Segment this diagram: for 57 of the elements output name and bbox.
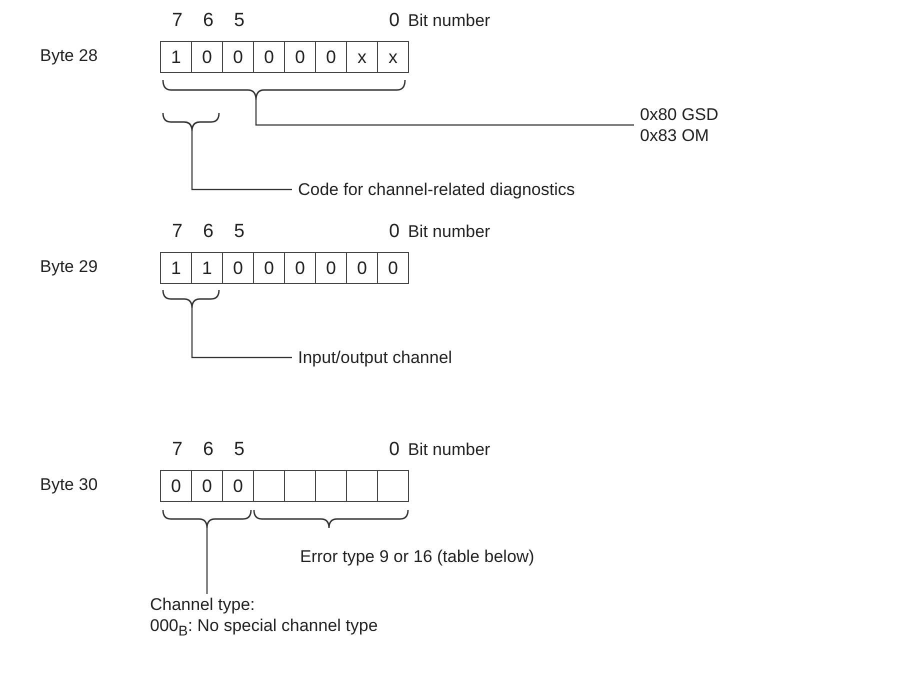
row-title: Byte 30 xyxy=(40,474,98,495)
bit-number: 7 xyxy=(172,221,183,243)
bit-number: 5 xyxy=(234,439,245,461)
bit-cell: 1 xyxy=(160,41,192,73)
annotation-text: Error type 9 or 16 (table below) xyxy=(300,546,534,567)
annotation-text: 000$_{B}$: No special channel type xyxy=(150,615,378,642)
bit-cell: 0 xyxy=(191,470,223,502)
bit-cell: 0 xyxy=(222,470,254,502)
curly-brace xyxy=(162,290,220,308)
bit-number: 0 xyxy=(389,10,400,32)
bit-number: 7 xyxy=(172,10,183,32)
bit-number: 6 xyxy=(203,10,214,32)
bit-cell: 0 xyxy=(253,41,285,73)
axis-caption: Bit number xyxy=(408,10,490,31)
empty-bit-cell xyxy=(315,470,347,502)
leader-line xyxy=(255,100,634,126)
bit-cell: 0 xyxy=(253,252,285,284)
leader-line xyxy=(206,528,208,594)
bit-number: 6 xyxy=(203,439,214,461)
bit-cell: 0 xyxy=(346,252,378,284)
curly-brace xyxy=(162,113,220,131)
axis-caption: Bit number xyxy=(408,439,490,460)
leader-line xyxy=(191,308,292,358)
bit-number: 0 xyxy=(389,439,400,461)
bit-cell: 0 xyxy=(315,41,347,73)
annotation-text: Input/output channel xyxy=(298,347,452,368)
bit-number: 6 xyxy=(203,221,214,243)
axis-caption: Bit number xyxy=(408,221,490,242)
bit-cell: 0 xyxy=(315,252,347,284)
empty-bit-cell xyxy=(284,470,316,502)
bit-cell: x xyxy=(377,41,409,73)
row-title: Byte 29 xyxy=(40,256,98,277)
bit-cell: 0 xyxy=(377,252,409,284)
empty-bit-cell xyxy=(253,470,285,502)
bit-cell: 0 xyxy=(222,41,254,73)
bit-number: 0 xyxy=(389,221,400,243)
bit-cell: x xyxy=(346,41,378,73)
annotation-text: 0x80 GSD xyxy=(640,104,718,125)
bit-cell: 0 xyxy=(284,41,316,73)
empty-bit-cell xyxy=(377,470,409,502)
bit-cell: 0 xyxy=(222,252,254,284)
curly-brace xyxy=(162,510,252,528)
curly-brace xyxy=(162,80,406,100)
bit-number: 7 xyxy=(172,439,183,461)
row-title: Byte 28 xyxy=(40,45,98,66)
bit-cell: 1 xyxy=(160,252,192,284)
bit-cell: 0 xyxy=(191,41,223,73)
annotation-text: 0x83 OM xyxy=(640,125,710,146)
bit-cell: 0 xyxy=(284,252,316,284)
bit-number: 5 xyxy=(234,10,245,32)
bit-number: 5 xyxy=(234,221,245,243)
bit-cell: 1 xyxy=(191,252,223,284)
annotation-text: Code for channel-related diagnostics xyxy=(298,179,575,200)
annotation-text: Channel type: xyxy=(150,594,256,615)
bit-cell: 0 xyxy=(160,470,192,502)
leader-line xyxy=(191,131,292,190)
empty-bit-cell xyxy=(346,470,378,502)
